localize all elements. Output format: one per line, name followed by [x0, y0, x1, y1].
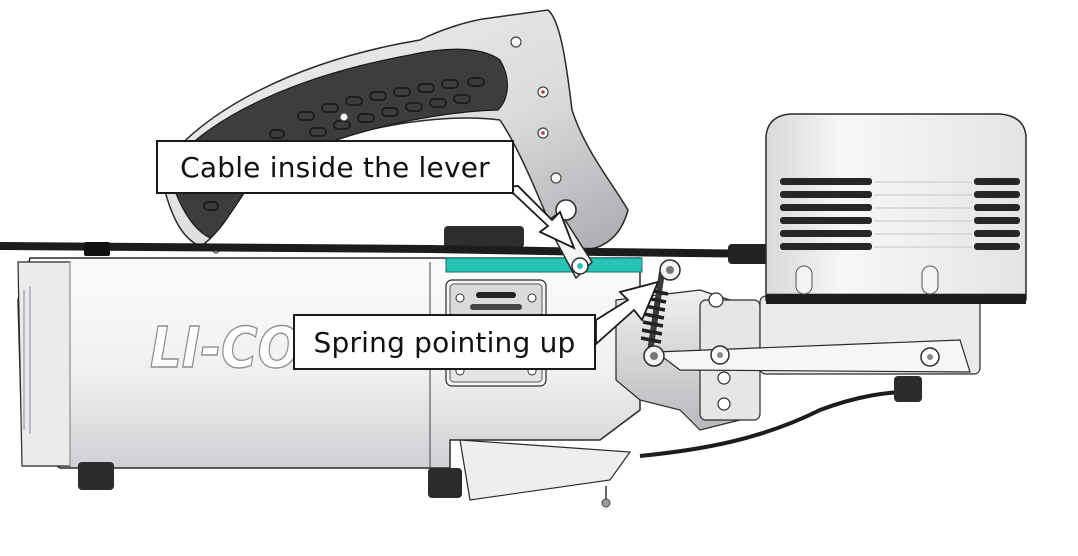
cable-callout-arrow — [497, 185, 576, 250]
left-vent — [23, 286, 31, 434]
vent-slots — [780, 178, 1020, 250]
brand-logo: LI-CO — [150, 316, 300, 381]
teal-band — [445, 257, 643, 273]
foot-left — [78, 462, 114, 490]
handle-grip — [167, 48, 508, 239]
spring-callout-label: Spring pointing up — [293, 314, 596, 370]
cable — [0, 242, 907, 458]
spring-callout-arrow — [595, 280, 660, 347]
instrument-body — [17, 257, 641, 508]
cable-callout-label: Cable inside the lever — [156, 140, 514, 194]
sensor-head — [765, 113, 1027, 304]
foot-front — [428, 468, 462, 498]
mechanism — [615, 289, 981, 431]
